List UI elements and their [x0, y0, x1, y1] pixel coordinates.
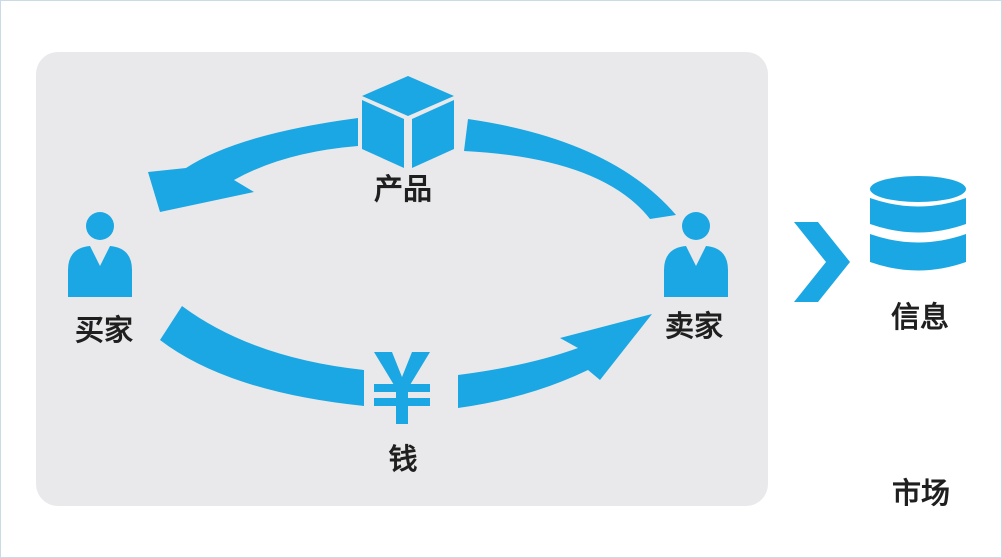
seller-label: 卖家 [665, 309, 723, 343]
product-label: 产品 [374, 172, 432, 206]
buyer-label: 买家 [75, 313, 133, 347]
arrow-product-to-buyer [148, 118, 358, 212]
arrow-seller-to-product [464, 119, 676, 219]
arrow-buyer-to-money [160, 306, 364, 406]
user-icon [664, 212, 728, 297]
chevron-right-icon [794, 222, 850, 302]
info-label: 信息 [891, 300, 949, 334]
arrow-money-to-seller [458, 314, 652, 408]
market-label: 市场 [892, 476, 950, 510]
money-label: 钱 [388, 442, 417, 476]
box-icon [362, 76, 454, 168]
user-icon [68, 212, 132, 297]
database-icon [870, 176, 966, 271]
yuan-icon [374, 352, 430, 424]
